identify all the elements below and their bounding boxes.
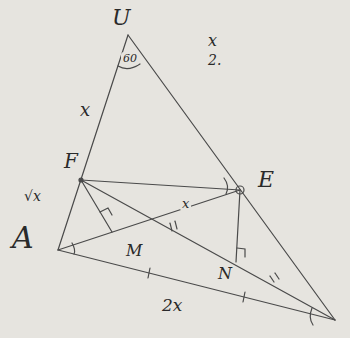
vertex-label: A — [10, 222, 36, 254]
point-marker — [79, 178, 83, 182]
angle-arc — [72, 243, 75, 254]
side-length: 2x — [160, 296, 184, 315]
side-length: x — [206, 32, 219, 50]
tick-mark — [270, 276, 274, 282]
point-label: E — [256, 168, 276, 192]
right-angle-mark — [100, 208, 112, 215]
right-angle-mark — [237, 248, 245, 257]
angle-arc — [310, 308, 313, 325]
angle-arc — [224, 178, 228, 194]
segment-line — [81, 180, 335, 320]
perpendicular-line — [81, 180, 112, 232]
segment-line — [81, 180, 240, 190]
segment-line — [58, 190, 240, 250]
point-label: M — [124, 242, 144, 260]
side-line — [58, 35, 128, 250]
side-length: x — [78, 100, 92, 120]
tick-mark — [275, 273, 279, 279]
tick-mark — [148, 268, 150, 278]
point-marker — [236, 186, 244, 194]
perpendicular-line — [236, 190, 240, 262]
side-length: 2. — [206, 52, 223, 68]
side-line — [128, 35, 335, 320]
tick-mark — [175, 221, 177, 229]
tick-mark — [243, 292, 245, 302]
base-line — [58, 250, 335, 320]
side-length: √x — [22, 188, 43, 204]
point-label: F — [62, 150, 80, 172]
vertex-label: U — [110, 6, 133, 30]
point-label: N — [216, 265, 234, 283]
segment-length: x — [180, 196, 191, 211]
tick-mark — [170, 223, 172, 231]
triangle-lines — [58, 35, 335, 325]
angle-label: 60 — [121, 52, 139, 65]
